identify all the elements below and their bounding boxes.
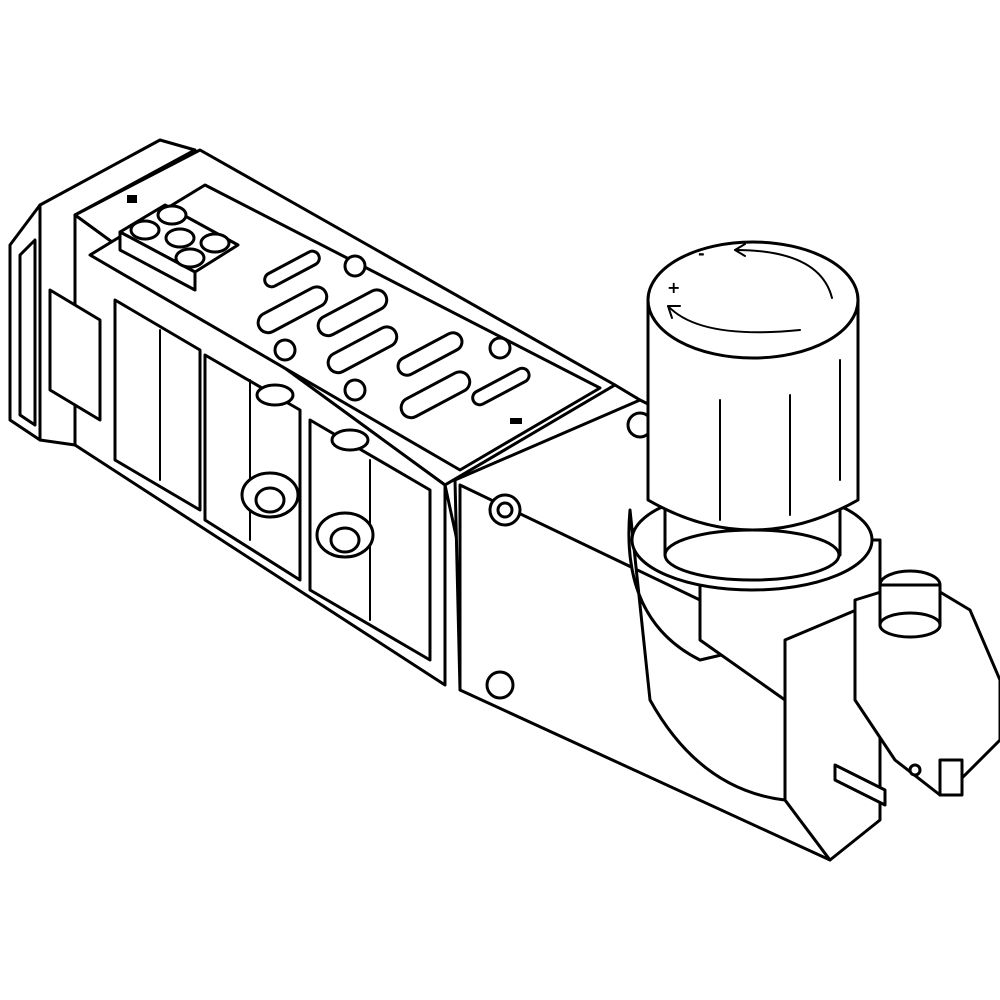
left-end-cap <box>8 138 197 447</box>
marking-icon <box>127 195 137 203</box>
regulator-knob[interactable] <box>630 240 874 592</box>
push-in-fitting <box>853 569 1000 797</box>
arrow-plus-icon <box>667 305 801 334</box>
knob-plus-label: + <box>667 278 681 297</box>
ports <box>256 249 531 424</box>
knob-top <box>646 240 860 360</box>
arrow-minus-icon <box>734 249 833 299</box>
marking-icon <box>510 418 522 424</box>
electrical-connector <box>118 195 240 292</box>
knob-minus-label: - <box>698 244 705 263</box>
knob-cylinder <box>646 298 860 532</box>
